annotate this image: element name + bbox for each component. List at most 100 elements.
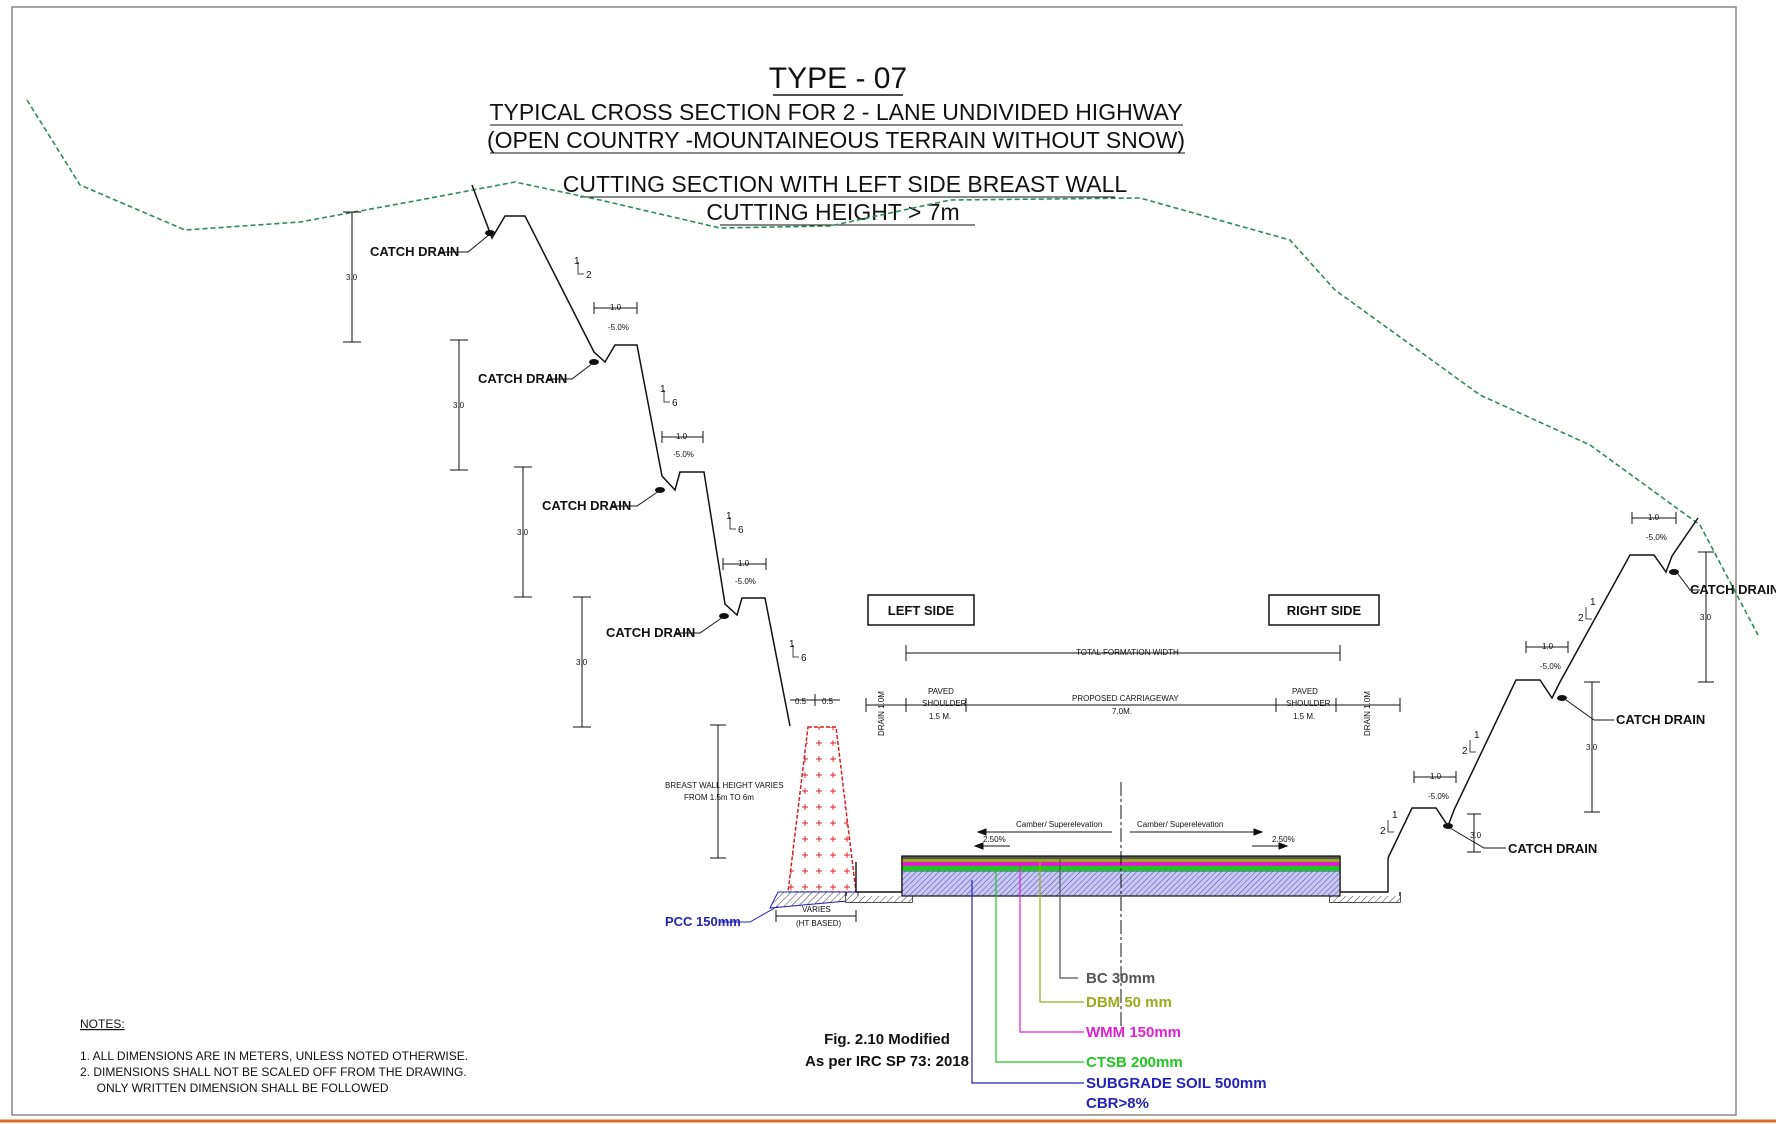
drawing-subtitle-line1: CUTTING SECTION WITH LEFT SIDE BREAST WA… [563, 171, 1128, 197]
right-catch-drains [1443, 569, 1679, 829]
berm-width-6: 1.0 [1648, 513, 1660, 522]
breast-wall-height-dim [710, 724, 726, 859]
paved-shoulder-left-1: PAVED [928, 687, 954, 696]
drawing-type-title: TYPE - 07 [769, 62, 907, 95]
right-slope-ratios [1387, 607, 1592, 833]
wall-top-dim-b: 0.5 [822, 697, 834, 706]
bench-height-3: 3.0 [517, 528, 529, 537]
left-drain-base [846, 896, 912, 902]
catch-drain-label-1: CATCH DRAIN [370, 244, 459, 259]
drawing-title-line2: (OPEN COUNTRY -MOUNTAINEOUS TERRAIN WITH… [487, 127, 1185, 153]
notes-heading: NOTES: [80, 1017, 125, 1031]
breast-wall-height-label-1: BREAST WALL HEIGHT VARIES [665, 781, 784, 790]
right-slope-ratio-2-top: 1 [1474, 730, 1480, 741]
sheet-border [11, 6, 1737, 1116]
berm-slope-4: -5.0% [1428, 792, 1449, 801]
catch-drain-label-7: CATCH DRAIN [1690, 582, 1776, 597]
left-berm-dims [593, 302, 767, 570]
layer-cbr-label: CBR>8% [1086, 1095, 1149, 1112]
right-catch-drain-leaders [1449, 573, 1700, 849]
berm-width-3: 1.0 [738, 559, 750, 568]
right-slope-ratio-1-top: 1 [1392, 810, 1398, 821]
right-berm-dims [1413, 512, 1677, 783]
slope-ratio-4-side: 6 [801, 653, 807, 664]
right-cut-slope [1387, 517, 1699, 859]
varies-dim [775, 910, 857, 922]
original-ground-line [26, 99, 1759, 636]
paved-shoulder-left-2: SHOULDER [922, 699, 967, 708]
catch-drain-label-4: CATCH DRAIN [606, 625, 695, 640]
berm-width-2: 1.0 [676, 432, 688, 441]
left-side-box [867, 594, 975, 626]
berm-width-5: 1.0 [1542, 642, 1554, 651]
berm-width-1: 1.0 [610, 303, 622, 312]
slope-ratio-2-side: 6 [672, 398, 678, 409]
left-side-label: LEFT SIDE [888, 603, 955, 618]
formation-width-label: TOTAL FORMATION WIDTH [1076, 648, 1179, 657]
layer-wmm-label: WMM 150mm [1086, 1024, 1181, 1041]
reference-line1: Fig. 2.10 Modified [824, 1031, 950, 1048]
carriageway-label-2: 7.0M. [1112, 707, 1132, 716]
slope-ratio-1-top: 1 [574, 256, 580, 267]
wall-top-dims [790, 694, 840, 706]
note-1: 1. ALL DIMENSIONS ARE IN METERS, UNLESS … [80, 1049, 468, 1063]
formation-width-dim [905, 645, 1341, 661]
left-slope-ratios [577, 262, 799, 658]
layer-bc-label: BC 30mm [1086, 970, 1155, 987]
catch-drain-leaders [440, 233, 724, 634]
bench-height-5: 3.0 [1470, 831, 1482, 840]
drawing-subtitle-line2: CUTTING HEIGHT > 7m [706, 199, 959, 225]
bench-height-4: 3.0 [576, 658, 588, 667]
title-block: TYPE - 07 TYPICAL CROSS SECTION FOR 2 - … [487, 62, 1185, 226]
right-slope-ratio-2-side: 2 [1462, 746, 1468, 757]
right-side-box [1268, 594, 1380, 626]
drawing-title-line1: TYPICAL CROSS SECTION FOR 2 - LANE UNDIV… [489, 99, 1182, 125]
pcc-label: PCC 150mm [665, 914, 741, 929]
layer-subgrade-label: SUBGRADE SOIL 500mm [1086, 1075, 1267, 1092]
bench-height-6: 3.0 [1586, 743, 1598, 752]
camber-right-label: Camber/ Superelevation [1137, 820, 1223, 829]
reference-line2: As per IRC SP 73: 2018 [805, 1053, 969, 1070]
paved-shoulder-right-1: PAVED [1292, 687, 1318, 696]
layer-legend-leaders [971, 857, 1084, 1084]
berm-width-4: 1.0 [1430, 772, 1442, 781]
carriageway-dims [865, 698, 1401, 712]
right-slope-ratio-3-top: 1 [1590, 597, 1596, 608]
note-2-continued: ONLY WRITTEN DIMENSION SHALL BE FOLLOWED [80, 1081, 389, 1095]
catch-drain-label-2: CATCH DRAIN [478, 371, 567, 386]
breast-wall [787, 726, 857, 893]
slope-ratio-2-top: 1 [660, 384, 666, 395]
right-bench-height-dims [1467, 551, 1714, 853]
crossfall-left-label: 2.50% [983, 835, 1006, 844]
right-slope-ratio-1-side: 2 [1380, 826, 1386, 837]
paved-shoulder-right-3: 1.5 M. [1293, 712, 1315, 721]
earthen-shoulder-left: DRAIN 1.0M [877, 691, 886, 736]
slope-ratio-3-side: 6 [738, 525, 744, 536]
camber-left-label: Camber/ Superelevation [1016, 820, 1102, 829]
slope-ratio-3-top: 1 [726, 511, 732, 522]
slope-ratio-4-top: 1 [789, 639, 795, 650]
bench-height-1: 3.0 [346, 273, 358, 282]
pcc-leader [720, 905, 779, 923]
camber-arrows [973, 828, 1289, 850]
berm-slope-6: -5.0% [1646, 533, 1667, 542]
berm-slope-1: -5.0% [608, 323, 629, 332]
right-slope-ratio-3-side: 2 [1578, 613, 1584, 624]
paved-shoulder-left-3: 1.5 M. [929, 712, 951, 721]
left-catch-drains [485, 230, 729, 619]
bench-height-2: 3.0 [453, 401, 465, 410]
left-cut-slope [471, 184, 791, 727]
bench-height-7: 3.0 [1700, 613, 1712, 622]
berm-slope-2: -5.0% [673, 450, 694, 459]
wall-top-dim-a: 0.5 [795, 697, 807, 706]
right-drain-base [1330, 896, 1400, 902]
crossfall-right-label: 2.50% [1272, 835, 1295, 844]
notes-block: NOTES: 1. ALL DIMENSIONS ARE IN METERS, … [80, 1017, 468, 1095]
berm-slope-3: -5.0% [735, 577, 756, 586]
left-bench-height-dims [343, 211, 591, 728]
earthen-shoulder-right: DRAIN 1.0M [1363, 691, 1372, 736]
layer-ctsb-label: CTSB 200mm [1086, 1054, 1183, 1071]
catch-drain-label-6: CATCH DRAIN [1616, 712, 1705, 727]
varies-label-1: VARIES [802, 905, 831, 914]
